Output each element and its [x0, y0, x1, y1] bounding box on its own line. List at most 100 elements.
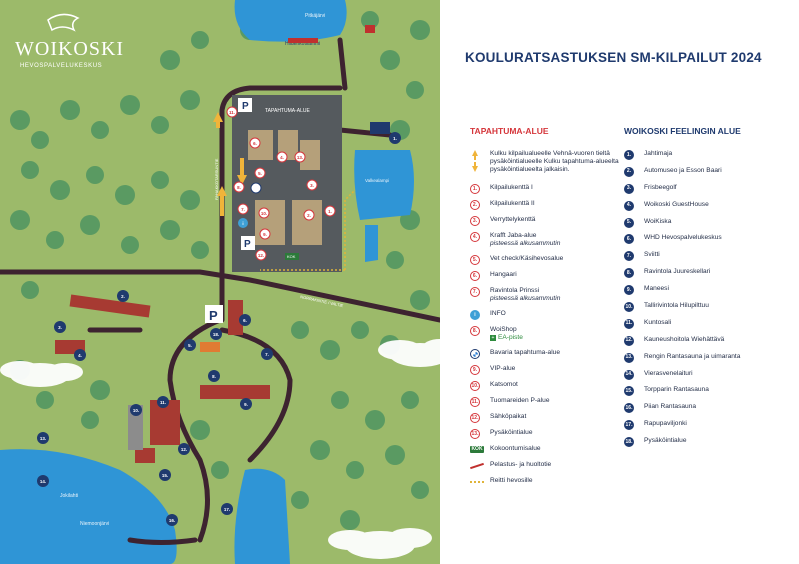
lake-bottom: [234, 468, 290, 564]
legend-marker: 1.: [470, 184, 480, 194]
parking-sign-bottom-label: P: [209, 308, 218, 323]
feeling-legend-item: 1.Jahtimaja: [624, 150, 794, 160]
legend-marker: 2.: [624, 166, 634, 177]
legend-text: Pysäköintialue: [644, 437, 687, 445]
info-icon: i: [470, 310, 480, 320]
legend-text: Tuomareiden P-alue: [490, 397, 550, 404]
feeling-legend-item: 9.Maneesi: [624, 285, 794, 296]
legend-text: INFO: [490, 310, 506, 317]
horse-head-icon: [47, 13, 80, 32]
legend-marker: 2.: [470, 200, 480, 210]
svg-text:9.: 9.: [244, 402, 248, 407]
event-area-list: Kulku kilpailualueelle Vehnä-vuoren tiel…: [470, 150, 630, 485]
legend-text: Piian Rantasauna: [644, 403, 697, 411]
legend-marker: 8.: [624, 268, 634, 279]
feeling-legend-item: 7.Sviitti: [624, 251, 794, 262]
parking-sign-mid-label: P: [244, 239, 251, 250]
legend-marker: 18.: [624, 437, 634, 448]
map-red-markers[interactable]: 11. 6. 4. 13. 5. 3. 7. 10. 2. 1. 9. 12. …: [226, 106, 336, 261]
maneesi-roof: [128, 405, 143, 450]
legend-marker: 3.: [470, 216, 480, 226]
legend-text: Vet check/Käsihevosalue: [490, 255, 564, 262]
legend-marker: 15.: [624, 386, 634, 397]
legend-text: Verryttelykenttä: [490, 216, 536, 223]
legend-text: Rapupaviljonki: [644, 420, 687, 428]
horse-route: [260, 189, 356, 271]
legend-text: Ravintola Prinssi: [490, 287, 540, 294]
feeling-legend-item: 14.Vierasvenelaituri: [624, 369, 794, 380]
legend-text: Kilpailukenttä II: [490, 200, 535, 207]
event-legend-item: Reitti hevosille: [470, 477, 630, 485]
lake-top-label: Pitkäjärvi: [305, 13, 325, 19]
legend-marker: 3.: [624, 183, 634, 194]
svg-text:7.: 7.: [265, 352, 269, 357]
event-legend-item: 3. Verryttelykenttä: [470, 216, 630, 226]
event-area-heading: TAPAHTUMA-ALUE: [470, 126, 549, 136]
legend-text: Katsomot: [490, 381, 518, 388]
page-title: KOULURATSASTUKSEN SM-KILPAILUT 2024: [465, 50, 762, 65]
lake-right-label: Valkealampi: [365, 178, 389, 183]
event-legend-item: 13.Pysäköintialue: [470, 429, 630, 439]
feeling-legend-item: 6.WHD Hevospalvelukeskus: [624, 234, 794, 245]
svg-text:2.: 2.: [307, 213, 311, 218]
event-legend-item: 8. WoiShopEA-piste: [470, 326, 630, 342]
legend-text: Rengin Rantasauna ja uimaranta: [644, 352, 741, 360]
legend-text: Kilpailukenttä I: [490, 184, 533, 191]
legend-text: Frisbeegolf: [644, 183, 677, 191]
legend-marker: 6.: [470, 271, 480, 281]
parking-sign-top-label: P: [242, 101, 249, 112]
legend-text: Torpparin Rantasauna: [644, 386, 709, 394]
access-arrows: [213, 112, 247, 216]
legend-subtext: pisteessä alkusammutin: [490, 240, 561, 247]
feeling-legend-item: 12.Kauneushoitola Wiehättävä: [624, 335, 794, 346]
legend-text: WoiShop: [490, 326, 517, 333]
arrows-icon: [470, 150, 480, 172]
svg-text:10.: 10.: [133, 408, 139, 413]
forest: [10, 11, 430, 530]
event-legend-item: 9.VIP-alue: [470, 365, 630, 375]
legend-text: Krafft Jaba-alue: [490, 232, 537, 239]
legend-marker: 5.: [470, 255, 480, 265]
svg-text:4.: 4.: [280, 155, 284, 160]
legend-text: Automuseo ja Esson Baari: [644, 166, 722, 174]
legend-marker: [470, 462, 484, 470]
legend-text: Sviitti: [644, 251, 660, 259]
svg-text:10.: 10.: [261, 211, 267, 216]
feeling-legend-item: 3. Frisbeegolf: [624, 183, 794, 194]
map[interactable]: Pitkäjärvi Hiidenkotilammi Valkealampi J…: [0, 0, 440, 564]
svg-text:3.: 3.: [58, 325, 62, 330]
feeling-legend-item: 13.Rengin Rantasauna ja uimaranta: [624, 352, 794, 363]
event-legend-item: 10.Katsomot: [470, 381, 630, 391]
svg-text:6.: 6.: [253, 141, 257, 146]
feeling-legend-item: 17.Rapupaviljonki: [624, 420, 794, 431]
logo-tagline: HEVOSPALVELUKESKUS: [20, 63, 102, 69]
legend-marker: 8.: [470, 326, 480, 336]
lake-top-lower-label: Hiidenkotilammi: [285, 41, 320, 47]
svg-text:11.: 11.: [229, 110, 235, 115]
event-legend-item: Kulku kilpailualueelle Vehnä-vuoren tiel…: [470, 150, 630, 174]
legend-marker: 6.: [624, 234, 634, 245]
svg-text:3.: 3.: [310, 183, 314, 188]
legend-marker: KOK: [470, 446, 484, 453]
feeling-legend-item: 5.WoiKiska: [624, 217, 794, 228]
feeling-legend-item: 18. Pysäköintialue: [624, 437, 794, 448]
svg-text:5.: 5.: [258, 171, 262, 176]
svg-text:8.: 8.: [212, 374, 216, 379]
legend-text: Kuntosali: [644, 318, 672, 326]
event-area-label: TAPAHTUMA-ALUE: [265, 108, 310, 114]
feeling-legend-item: 11. Kuntosali: [624, 318, 794, 329]
legend-marker: 4.: [624, 200, 634, 211]
road-vertical-label: PAHAKKOTARSUNTIE: [214, 158, 219, 200]
legend-marker: 11.: [624, 318, 634, 329]
lake-top: [234, 0, 347, 42]
legend-marker: 9.: [470, 365, 480, 375]
legend-text: Woikoski GuestHouse: [644, 200, 709, 208]
feeling-legend-item: 15. Torpparin Rantasauna: [624, 386, 794, 397]
svg-text:11.: 11.: [160, 400, 166, 405]
lake-right: [354, 150, 414, 220]
first-aid-label: EA-piste: [490, 334, 630, 342]
legend-text: Pelastus- ja huoltotie: [490, 461, 552, 468]
map-navy-markers[interactable]: 1. 2. 3. 4. 5. 6. 7. 8. 9. 10. 11. 12. 1…: [37, 132, 401, 526]
svg-text:1.: 1.: [328, 209, 332, 214]
